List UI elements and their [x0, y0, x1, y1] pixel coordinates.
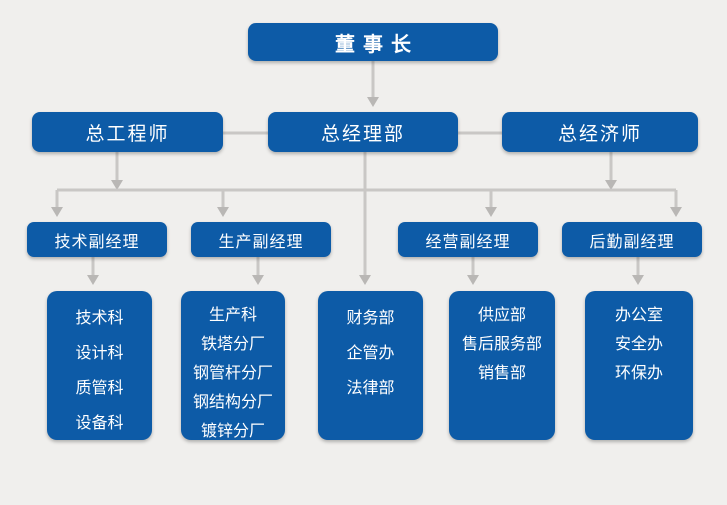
- dept-item: 办公室: [614, 307, 663, 324]
- dept-item: 生产科: [208, 307, 257, 324]
- dept-item: 镀锌分厂: [200, 423, 265, 440]
- org-box-sales-departments: 供应部 售后服务部 销售部: [449, 291, 555, 440]
- org-box-label: 生产副经理: [218, 233, 304, 251]
- org-box-chairman: 董事长: [248, 23, 498, 61]
- org-box-chief-economist: 总经济师: [502, 112, 698, 152]
- org-box-office-departments: 办公室 安全办 环保办: [585, 291, 693, 440]
- dept-item: 财务部: [346, 310, 395, 327]
- dept-item: 钢结构分厂: [192, 394, 273, 411]
- org-box-operations-deputy-manager: 经营副经理: [398, 222, 538, 257]
- org-box-admin-departments: 财务部 企管办 法律部: [318, 291, 423, 440]
- dept-item: 安全办: [614, 336, 663, 353]
- dept-item: 钢管杆分厂: [192, 365, 273, 382]
- org-box-tech-departments: 技术科 设计科 质管科 设备科: [47, 291, 152, 440]
- org-box-label: 总工程师: [85, 123, 170, 145]
- org-box-label: 技术副经理: [54, 233, 140, 251]
- dept-item: 技术科: [75, 310, 124, 327]
- dept-item: 铁塔分厂: [200, 336, 265, 353]
- org-box-label: 董事长: [335, 33, 419, 56]
- org-box-label: 总经济师: [557, 123, 642, 145]
- org-box-production-deputy-manager: 生产副经理: [191, 222, 331, 257]
- dept-item: 售后服务部: [461, 336, 542, 353]
- org-box-label: 后勤副经理: [589, 233, 675, 251]
- dept-item: 销售部: [477, 365, 526, 382]
- org-box-general-manager-dept: 总经理部: [268, 112, 458, 152]
- org-box-logistics-deputy-manager: 后勤副经理: [562, 222, 702, 257]
- dept-item: 企管办: [346, 345, 395, 362]
- dept-item: 质管科: [75, 380, 124, 397]
- org-box-label: 经营副经理: [425, 233, 511, 251]
- org-box-tech-deputy-manager: 技术副经理: [27, 222, 167, 257]
- org-box-label: 总经理部: [320, 123, 405, 145]
- dept-item: 法律部: [346, 380, 395, 397]
- dept-item: 设备科: [75, 415, 124, 432]
- dept-item: 环保办: [614, 365, 663, 382]
- org-box-production-departments: 生产科 铁塔分厂 钢管杆分厂 钢结构分厂 镀锌分厂: [181, 291, 285, 440]
- dept-item: 设计科: [75, 345, 124, 362]
- org-box-chief-engineer: 总工程师: [32, 112, 223, 152]
- dept-item: 供应部: [477, 307, 526, 324]
